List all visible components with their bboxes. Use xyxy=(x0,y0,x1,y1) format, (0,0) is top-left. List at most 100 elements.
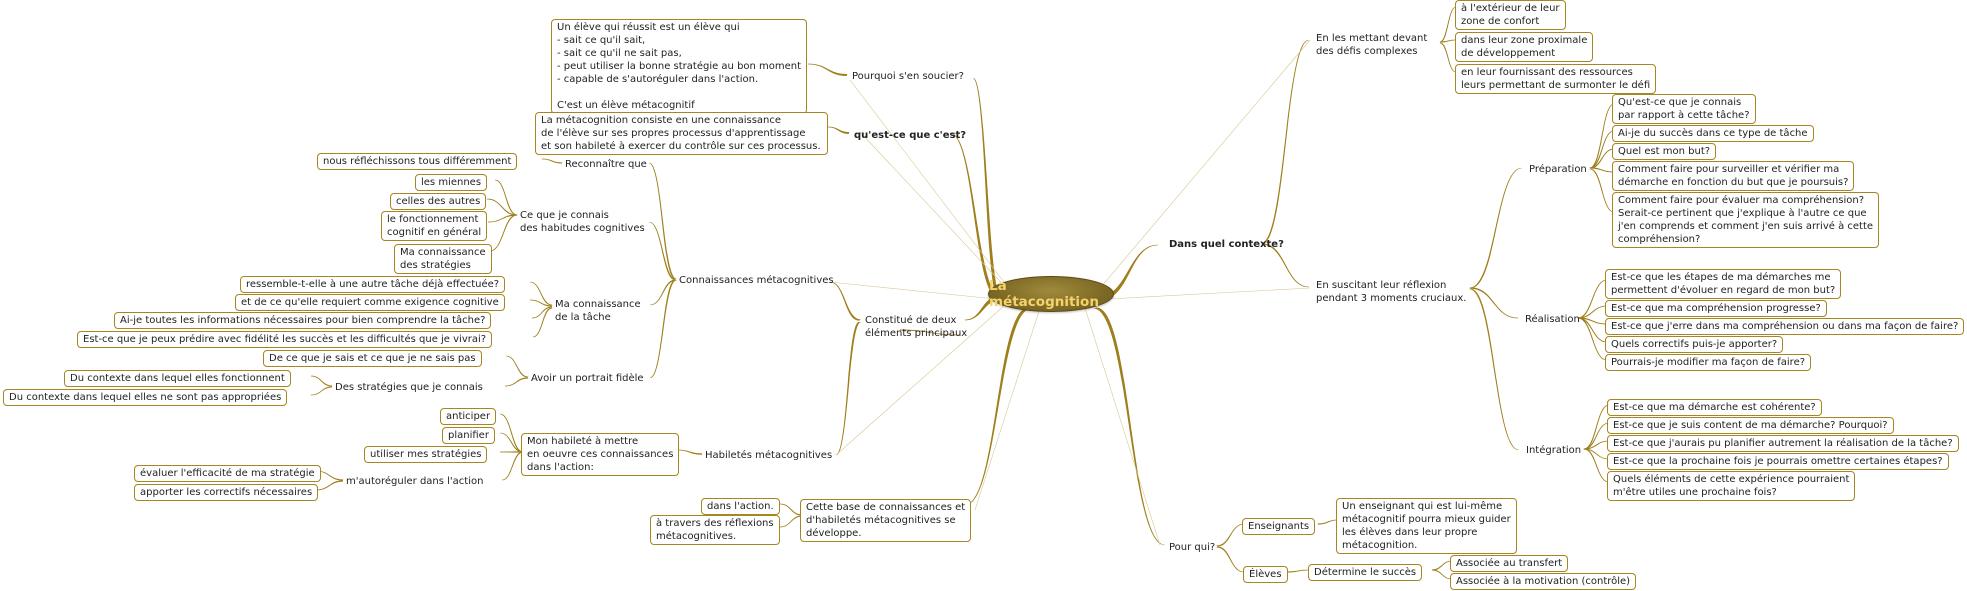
strategies-knowledge-item[interactable]: Ma connaissance des stratégies xyxy=(394,244,492,274)
connector xyxy=(829,281,1006,301)
connector xyxy=(1583,404,1610,450)
connector xyxy=(827,126,850,134)
context-inappropriate-item[interactable]: Du contexte dans lequel elles ne sont pa… xyxy=(3,389,288,406)
connector xyxy=(500,451,523,453)
motivation-item[interactable]: Associée à la motivation (contrôle) xyxy=(1450,573,1637,590)
integ-q1[interactable]: Est-ce que ma démarche est cohérente? xyxy=(1607,399,1822,416)
recognize-item[interactable]: Reconnaître que xyxy=(565,159,647,170)
connector xyxy=(1285,569,1311,573)
connector xyxy=(1583,448,1610,460)
others-item[interactable]: celles des autres xyxy=(390,193,487,210)
prep-q4[interactable]: Comment faire pour surveiller et vérifie… xyxy=(1612,161,1855,191)
self-regulate-item[interactable]: m'autoréguler dans l'action xyxy=(346,476,484,487)
plan-item[interactable]: planifier xyxy=(442,427,495,444)
teachers-item[interactable]: Enseignants xyxy=(1242,518,1316,535)
connector xyxy=(487,214,518,223)
context-works-item[interactable]: Du contexte dans lequel elles fonctionne… xyxy=(64,370,291,387)
use-strategies-item[interactable]: utiliser mes stratégies xyxy=(364,446,488,463)
connector xyxy=(315,480,344,491)
connector xyxy=(779,515,803,528)
connector xyxy=(504,377,529,387)
develops-item[interactable]: Cette base de connaissances et d'habilet… xyxy=(800,499,972,542)
integ-q3[interactable]: Est-ce que j'aurais pu planifier autreme… xyxy=(1607,435,1959,452)
outside-comfort-item[interactable]: à l'extérieur de leur zone de confort xyxy=(1455,0,1566,30)
for-whom-branch[interactable]: Pour qui? xyxy=(1169,542,1216,553)
connector xyxy=(499,432,524,453)
what-branch[interactable]: qu'est-ce que c'est? xyxy=(854,130,967,141)
connector xyxy=(505,355,529,378)
connector xyxy=(849,79,1011,291)
skills-branch[interactable]: Habiletés métacognitives xyxy=(705,450,833,461)
connector xyxy=(835,321,861,456)
integ-q5[interactable]: Quels éléments de cette expérience pourr… xyxy=(1607,471,1856,501)
evaluate-strategy-item[interactable]: évaluer l'efficacité de ma stratégie xyxy=(134,465,321,482)
connector xyxy=(649,279,677,306)
determines-success-item[interactable]: Détermine le succès xyxy=(1308,564,1423,581)
composed-branch[interactable]: Constitué de deux éléments principaux xyxy=(865,315,968,339)
integration-item[interactable]: Intégration xyxy=(1526,445,1582,456)
resources-item[interactable]: en leur fournissant des ressources leurs… xyxy=(1455,64,1657,94)
connector xyxy=(494,179,518,216)
connector xyxy=(1589,148,1615,169)
connector xyxy=(1469,287,1519,319)
connector xyxy=(648,162,677,280)
prep-q2[interactable]: Ai-je du succès dans ce type de tâche xyxy=(1612,125,1814,142)
task-predict-item[interactable]: Est-ce que je peux prédire avec fidélité… xyxy=(77,331,493,348)
definition-note[interactable]: La métacognition consiste en une connais… xyxy=(535,112,828,155)
realization-item[interactable]: Réalisation xyxy=(1525,314,1580,325)
integ-q4[interactable]: Est-ce que la prochaine fois je pourrais… xyxy=(1607,453,1949,470)
know-dont-know-item[interactable]: De ce que je sais et ce que je ne sais p… xyxy=(263,350,482,367)
prep-q5[interactable]: Comment faire pour évaluer ma compréhens… xyxy=(1612,192,1880,248)
connector xyxy=(1583,422,1610,450)
integ-q2[interactable]: Est-ce que je suis content de ma démarch… xyxy=(1607,417,1894,434)
connector xyxy=(499,413,524,453)
real-q2[interactable]: Est-ce que ma compréhension progresse? xyxy=(1605,300,1827,317)
apply-corrections-item[interactable]: apporter les correctifs nécessaires xyxy=(134,484,319,501)
real-q5[interactable]: Pourrais-je modifier ma façon de faire? xyxy=(1605,354,1812,371)
connector xyxy=(310,386,333,396)
transfer-item[interactable]: Associée au transfert xyxy=(1450,555,1569,572)
prep-q3[interactable]: Quel est mon but? xyxy=(1612,143,1717,160)
task-information-item[interactable]: Ai-je toutes les informations nécessaire… xyxy=(114,312,492,329)
task-similar-item[interactable]: ressemble-t-elle à une autre tâche déjà … xyxy=(240,276,506,293)
task-knowledge-item[interactable]: Ma connaissance de la tâche xyxy=(555,299,641,323)
reflection-moments-item[interactable]: En suscitant leur réflexion pendant 3 mo… xyxy=(1316,280,1467,304)
complex-challenges-item[interactable]: En les mettant devant des défis complexe… xyxy=(1316,33,1428,57)
connector xyxy=(1439,42,1457,73)
real-q4[interactable]: Quels correctifs puis-je apporter? xyxy=(1605,336,1784,353)
known-strategies-item[interactable]: Des stratégies que je connais xyxy=(335,382,483,393)
connector xyxy=(807,63,848,76)
teacher-detail-note[interactable]: Un enseignant qui est lui-même métacogni… xyxy=(1336,498,1517,554)
accurate-portrait-item[interactable]: Avoir un portrait fidèle xyxy=(531,373,644,384)
apply-knowledge-item[interactable]: Mon habileté à mettre en oeuvre ces conn… xyxy=(521,433,680,476)
central-topic[interactable]: La métacognition xyxy=(988,276,1114,312)
reflections-item[interactable]: à travers des réflexions métacognitives. xyxy=(650,515,780,545)
connector xyxy=(964,307,1032,506)
students-item[interactable]: Élèves xyxy=(1243,566,1288,583)
real-q1[interactable]: Est-ce que les étapes de ma démarches me… xyxy=(1605,269,1842,299)
mine-item[interactable]: les miennes xyxy=(415,174,488,191)
connector xyxy=(1589,168,1615,213)
connector xyxy=(1583,448,1610,483)
why-branch[interactable]: Pourquoi s'en soucier? xyxy=(852,71,964,82)
preparation-item[interactable]: Préparation xyxy=(1529,164,1587,175)
proximal-zone-item[interactable]: dans leur zone proximale de développemen… xyxy=(1455,32,1594,62)
think-differently-item[interactable]: nous réfléchissons tous différemment xyxy=(317,153,518,170)
connector xyxy=(1469,288,1520,451)
connector xyxy=(489,214,518,252)
connector xyxy=(1216,523,1245,547)
cognitive-habits-item[interactable]: Ce que je connais des habitudes cognitiv… xyxy=(520,210,645,234)
connector xyxy=(1261,39,1310,244)
why-detail-note[interactable]: Un élève qui réussit est un élève qui - … xyxy=(551,19,807,114)
anticipate-item[interactable]: anticiper xyxy=(440,408,497,425)
task-requirement-item[interactable]: et de ce qu'elle requiert comme exigence… xyxy=(235,294,505,311)
cognitive-functioning-item[interactable]: le fonctionnement cognitif en général xyxy=(381,211,488,241)
knowledge-branch[interactable]: Connaissances métacognitives xyxy=(679,275,834,286)
prep-q1[interactable]: Qu'est-ce que je connais par rapport à c… xyxy=(1612,94,1756,124)
connector xyxy=(1589,167,1615,173)
connector xyxy=(949,132,1002,299)
in-action-item[interactable]: dans l'action. xyxy=(701,498,780,515)
context-branch[interactable]: Dans quel contexte? xyxy=(1169,239,1284,250)
connector xyxy=(1439,39,1457,43)
real-q3[interactable]: Est-ce que j'erre dans ma compréhension … xyxy=(1605,318,1965,335)
